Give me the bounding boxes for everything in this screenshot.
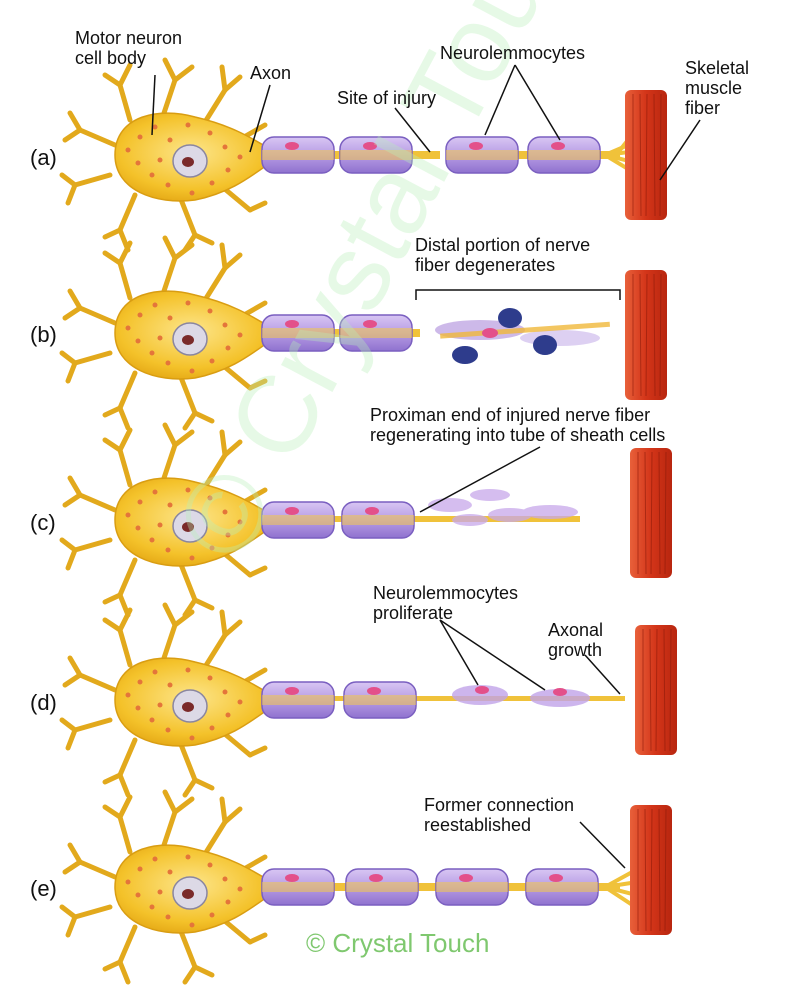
- label-axonal-line2: growth: [548, 640, 603, 660]
- label-distal-line1: Distal portion of nerve: [415, 235, 591, 255]
- sheath-segment: [435, 868, 509, 906]
- skeletal-muscle-fiber-d: [634, 624, 678, 756]
- axonal-growth-d: [280, 696, 625, 701]
- motor-neuron-a: [62, 60, 285, 250]
- label-motor-neuron-line1: Motor neuron: [75, 28, 183, 48]
- sheath-segment: [261, 136, 335, 174]
- skeletal-muscle-fiber-c: [629, 447, 673, 579]
- label-site-of-injury: Site of injury: [337, 88, 437, 108]
- panel-letter-d: (d): [30, 690, 57, 715]
- degenerating-debris: [435, 308, 610, 364]
- label-skeletal-line1: Skeletal: [685, 58, 750, 78]
- panel-letter-e: (e): [30, 876, 57, 901]
- panel-d: [62, 605, 678, 795]
- label-former-line1: Former connection: [424, 795, 575, 815]
- regenerating-axon-c: [280, 516, 580, 522]
- label-proximan-line2: regenerating into tube of sheath cells: [370, 425, 666, 445]
- proliferating-neurolemmocytes: [452, 685, 590, 707]
- sheath-segment: [261, 868, 335, 906]
- panel-e: [62, 792, 673, 982]
- label-axon: Axon: [250, 63, 292, 83]
- label-former-line2: reestablished: [424, 815, 532, 835]
- sheath-segment: [341, 501, 415, 539]
- label-distal-line2: fiber degenerates: [415, 255, 556, 275]
- panel-c: [62, 425, 673, 615]
- skeletal-muscle-fiber-a: [624, 89, 668, 221]
- sheath-segment: [345, 868, 419, 906]
- label-axonal-line1: Axonal: [548, 620, 604, 640]
- skeletal-muscle-fiber-e: [629, 804, 673, 936]
- panel-letter-c: (c): [30, 510, 56, 535]
- label-skeletal-line2: muscle: [685, 78, 743, 98]
- sheath-segment: [527, 136, 601, 174]
- panel-a: [62, 60, 668, 250]
- motor-neuron-e: [62, 792, 285, 982]
- label-proliferate-line1: Neurolemmocytes: [373, 583, 519, 603]
- motor-neuron-d: [62, 605, 285, 795]
- label-neurolemmocytes: Neurolemmocytes: [440, 43, 586, 63]
- label-proximan-line1: Proximan end of injured nerve fiber: [370, 405, 651, 425]
- leader-lines-a: [151, 64, 701, 181]
- sheath-segment: [525, 868, 599, 906]
- label-skeletal-line3: fiber: [685, 98, 721, 118]
- label-proliferate-line2: proliferate: [373, 603, 454, 623]
- sheath-segment: [343, 681, 417, 719]
- sheath-segment: [261, 681, 335, 719]
- panel-letter-a: (a): [30, 145, 57, 170]
- skeletal-muscle-fiber-b: [624, 269, 668, 401]
- distal-bracket: [415, 289, 621, 300]
- panel-letter-b: (b): [30, 322, 57, 347]
- bottom-watermark: © Crystal Touch: [306, 928, 490, 958]
- label-motor-neuron-line2: cell body: [75, 48, 147, 68]
- panel-b: [62, 238, 668, 428]
